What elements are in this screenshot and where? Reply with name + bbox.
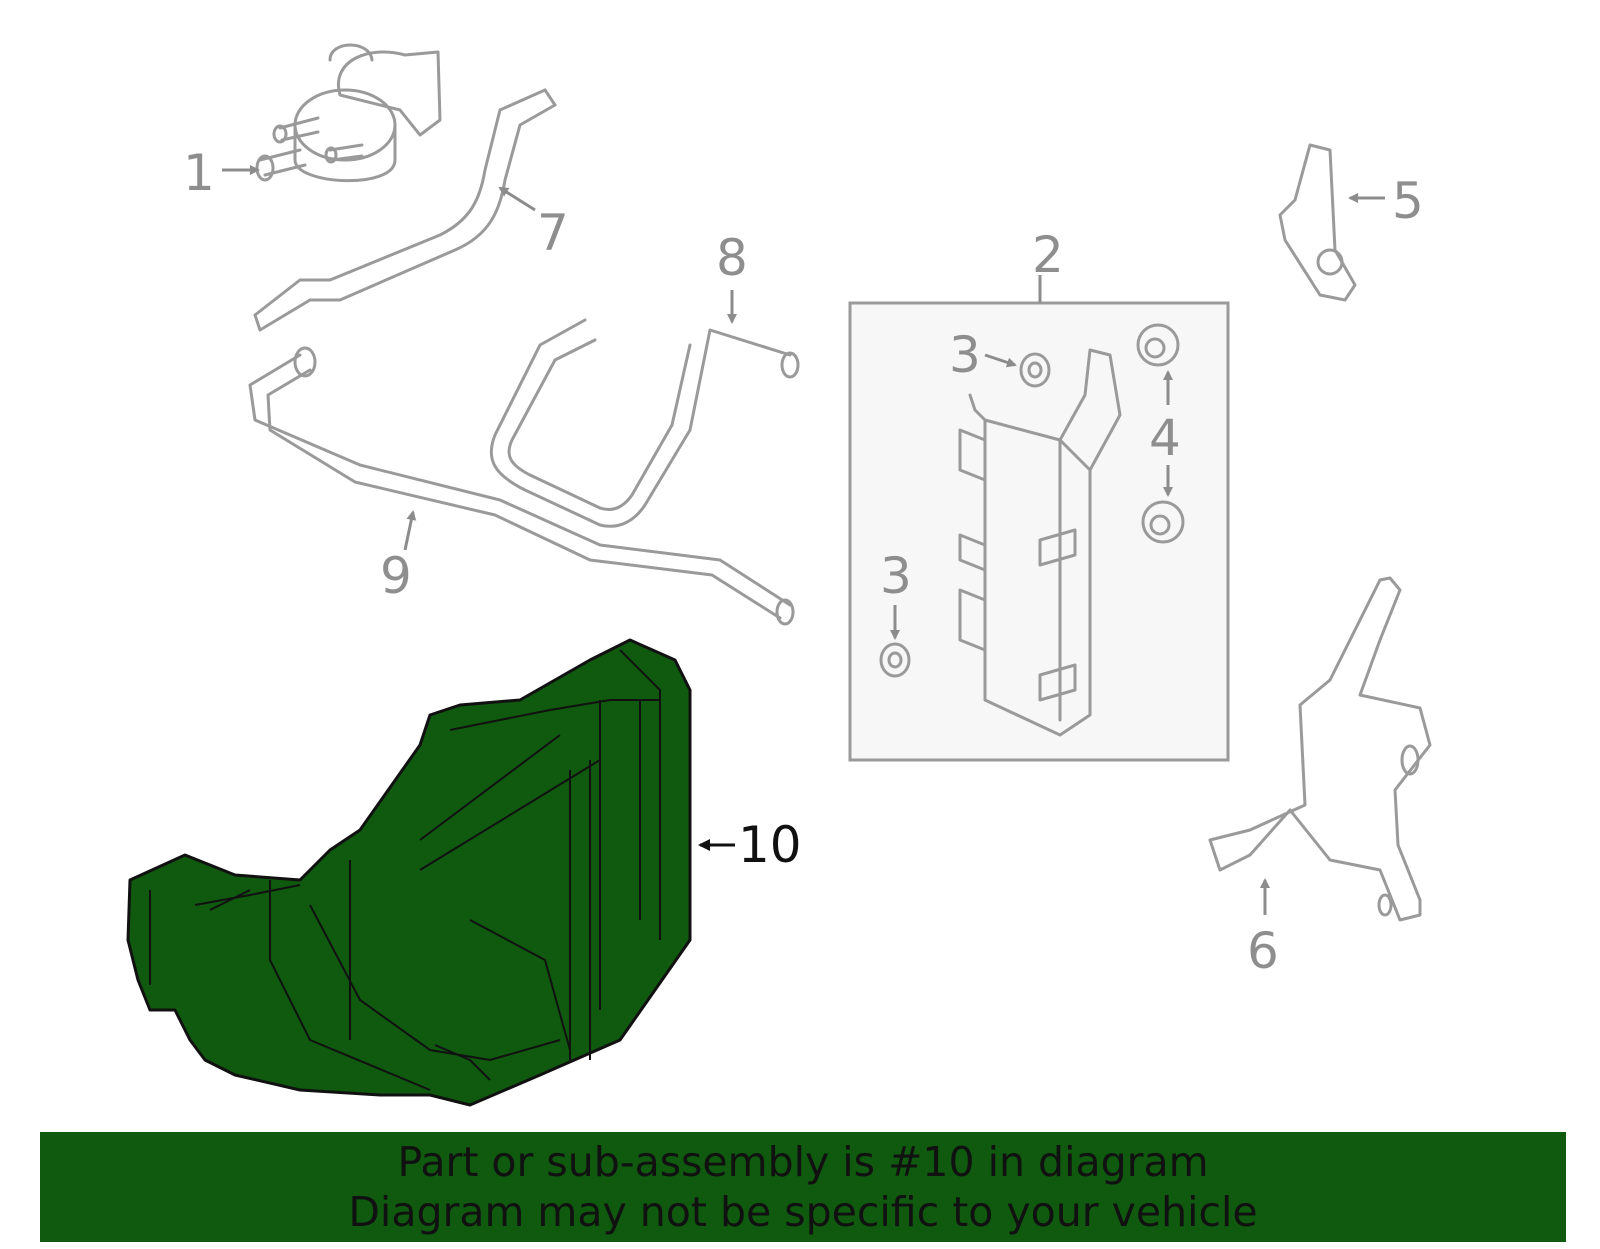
callout-1: 1 [183, 144, 215, 202]
part-1-oil-cooler [255, 43, 442, 183]
part-9-tube [248, 346, 795, 626]
callout-9: 9 [380, 547, 412, 605]
part-8-tube [489, 318, 800, 528]
callout-5: 5 [1392, 172, 1424, 230]
callout-3-lower: 3 [880, 547, 912, 605]
part-3-grommet-upper [1019, 352, 1051, 388]
banner-line-2: Diagram may not be specific to your vehi… [348, 1188, 1258, 1236]
part-info-banner: Part or sub-assembly is #10 in diagram D… [40, 1132, 1566, 1242]
leader-3-upper [984, 353, 1017, 368]
callout-7: 7 [537, 204, 569, 262]
callout-10: 10 [738, 816, 802, 874]
part-4-grommet-lower [1141, 500, 1185, 544]
leader-9 [403, 510, 417, 551]
callout-8: 8 [716, 229, 748, 287]
callout-3-upper: 3 [949, 326, 981, 384]
part-6-bracket [1208, 576, 1432, 922]
part-10-reservoir [126, 638, 692, 1107]
part-7-hose [253, 88, 557, 332]
callout-6: 6 [1247, 922, 1279, 980]
callout-4: 4 [1149, 409, 1181, 467]
part-2-cooler [958, 348, 1122, 737]
callout-2: 2 [1032, 226, 1064, 284]
part-4-grommet-upper [1136, 323, 1180, 367]
part-5-bracket [1278, 143, 1357, 302]
banner-line-1: Part or sub-assembly is #10 in diagram [397, 1138, 1209, 1186]
leader-7 [498, 186, 536, 212]
part-3-grommet-lower [879, 642, 911, 678]
